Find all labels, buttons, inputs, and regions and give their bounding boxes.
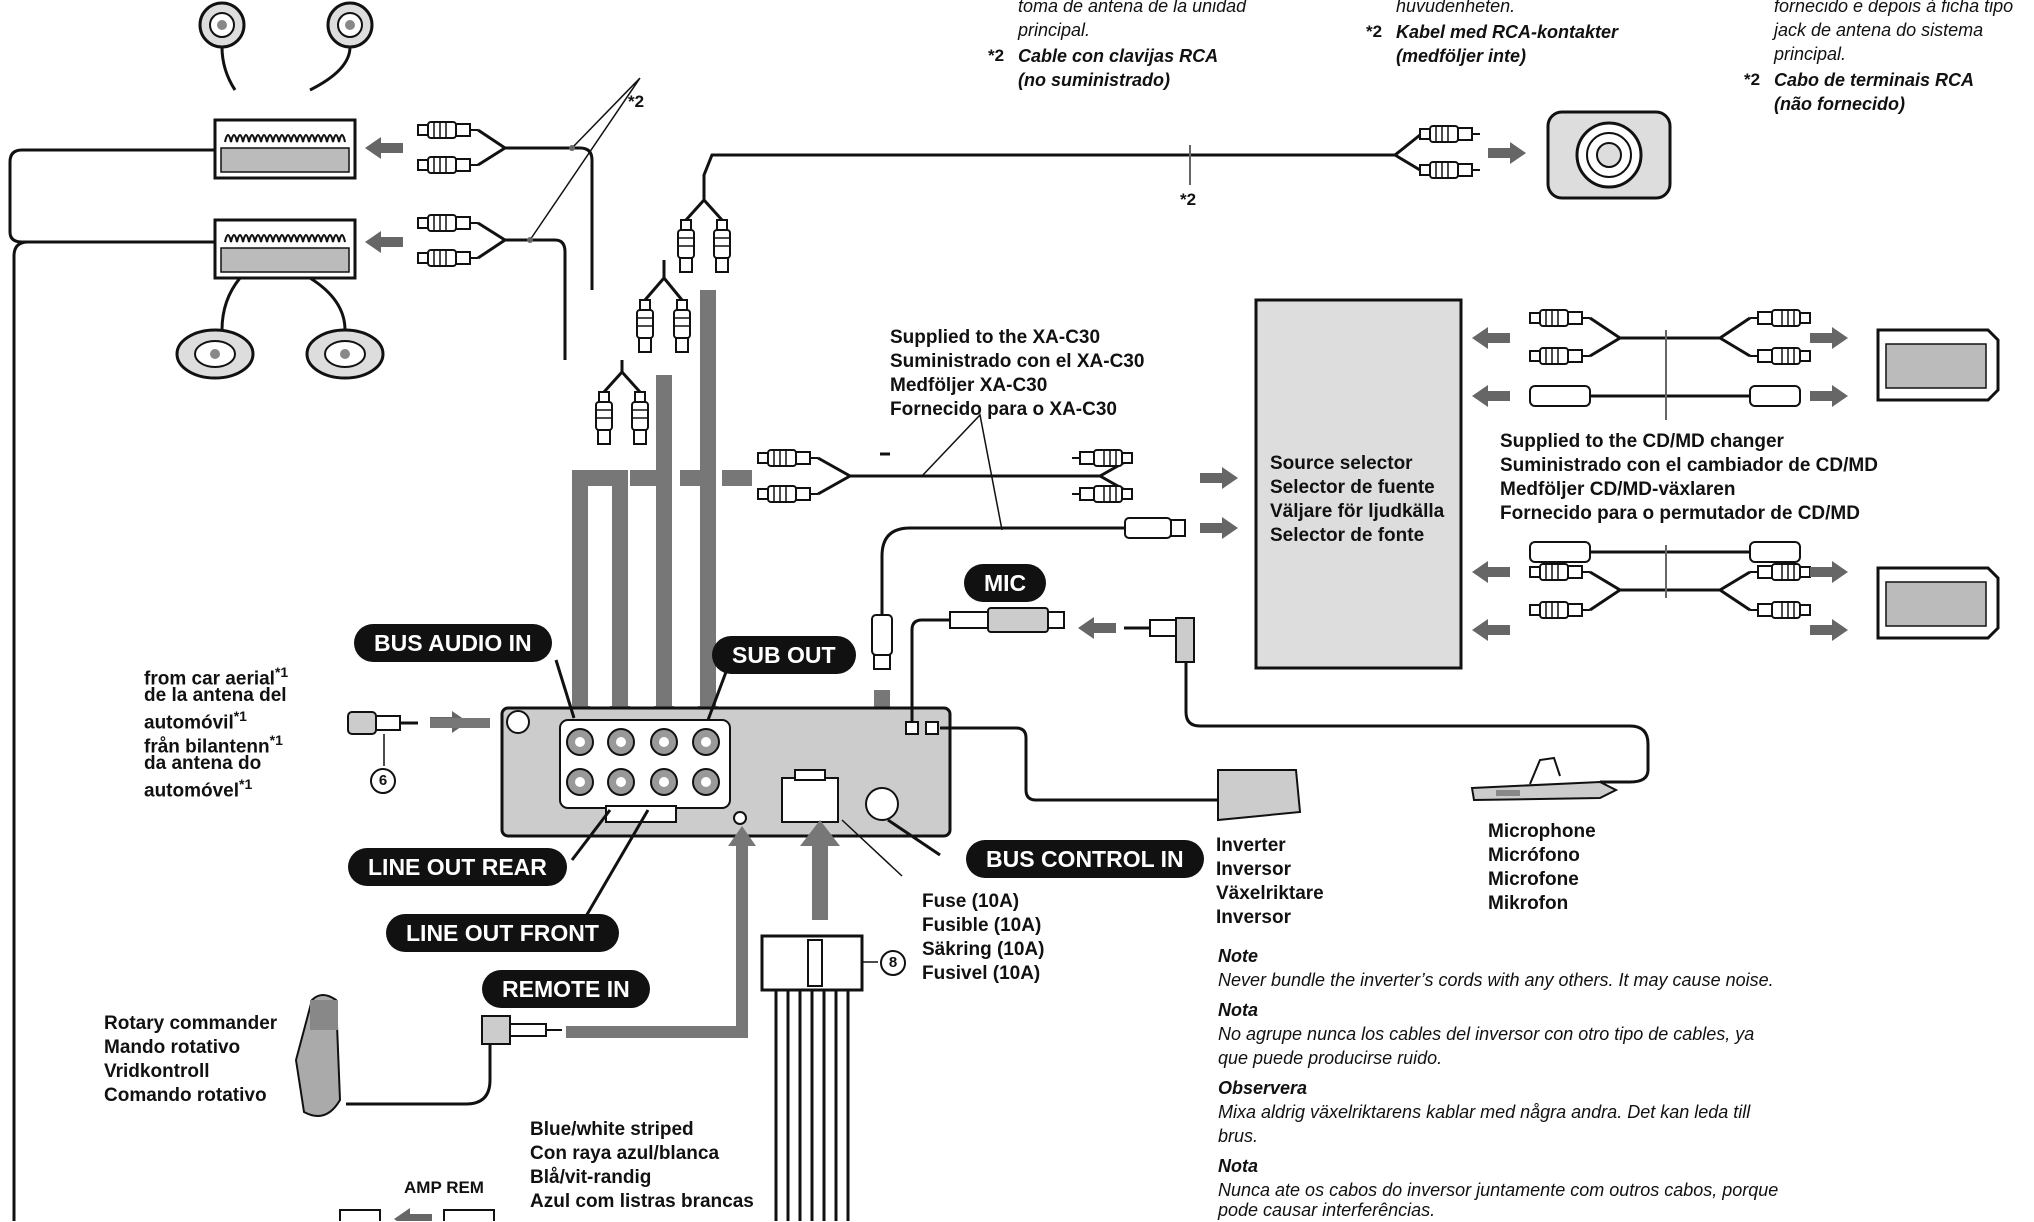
note-pt-mark: *2: [1744, 70, 1761, 89]
aerial-line4: från bilantenn*1: [144, 732, 283, 758]
microphone-label-es: Micrófono: [1488, 845, 1580, 866]
xa-c30-label-sv: Medföljer XA-C30: [890, 375, 1048, 396]
note-text-en: Never bundle the inverter’s cords with a…: [1218, 970, 1774, 990]
note-text-pt-1: Nunca ate os cabos do inversor juntament…: [1218, 1180, 1779, 1200]
note-es-line3: Cable con clavijas RCA: [1018, 46, 1219, 66]
xa-c30-label-es: Suministrado con el XA-C30: [890, 351, 1145, 372]
note-es-mark: *2: [988, 46, 1005, 65]
note-text-es-2: que puede producirse ruido.: [1218, 1048, 1443, 1068]
note-sv-line2: Kabel med RCA-kontakter: [1396, 22, 1619, 42]
fuse-label-en: Fuse (10A): [922, 891, 1020, 912]
main-unit: [500, 706, 952, 838]
power-connector-icon: [760, 934, 878, 1221]
amp-cable-mark: *2: [628, 92, 645, 111]
blue-white-pt: Azul com listras brancas: [530, 1191, 754, 1212]
mic-plug-icon: [949, 607, 1065, 633]
note-pt-line5: (não fornecido): [1774, 94, 1905, 114]
cdmd-label-es: Suministrado con el cambiador de CD/MD: [1500, 455, 1878, 476]
sub-cable-mark: *2: [1180, 190, 1197, 209]
remote-in-pill: REMOTE IN: [482, 970, 650, 1008]
note-pt-line3: principal.: [1774, 44, 1847, 64]
fuse-label-pt: Fusivel (10A): [922, 963, 1041, 984]
source-selector-box: [1254, 298, 1463, 670]
rotary-commander-icon: [294, 994, 342, 1117]
amp-rem-label: AMP REM: [404, 1178, 484, 1197]
amplifier-rear-icon: [213, 118, 357, 180]
aerial-line3: automóvil*1: [144, 708, 247, 734]
aerial-adapter-icon: [347, 711, 418, 766]
note-text-pt-2: pode causar interferências.: [1218, 1200, 1436, 1220]
fuse-label-sv: Säkring (10A): [922, 939, 1045, 960]
aerial-line1: from car aerial*1: [144, 664, 289, 690]
speaker-right-icon: [305, 328, 385, 380]
cd-changer-bottom-icon: [1876, 566, 2000, 640]
line-out-rear-pill: LINE OUT REAR: [348, 848, 567, 886]
rotary-label-en: Rotary commander: [104, 1013, 278, 1034]
inverter-label-es: Inversor: [1216, 859, 1291, 880]
bus-control-in-pill: BUS CONTROL IN: [966, 840, 1204, 878]
tweeter-right-icon: [326, 1, 374, 49]
note-sv-mark: *2: [1366, 22, 1383, 41]
note-text-es-1: No agrupe nunca los cables del inversor …: [1218, 1024, 1755, 1044]
fuse-label-es: Fusible (10A): [922, 915, 1042, 936]
blue-white-es: Con raya azul/blanca: [530, 1143, 720, 1164]
microphone-icon: [1470, 756, 1619, 802]
source-selector-sv: Väljare för ljudkälla: [1270, 501, 1445, 522]
aerial-line6: automóvel*1: [144, 776, 253, 802]
note-pt-line4: Cabo de terminais RCA: [1774, 70, 1975, 90]
note-pt-line1: fornecido e depois à ficha tipo: [1774, 0, 2014, 16]
inverter-label-pt: Inversor: [1216, 907, 1291, 928]
sub-out-pill: SUB OUT: [712, 636, 856, 674]
subwoofer-icon: [1546, 110, 1672, 200]
source-selector-es: Selector de fuente: [1270, 477, 1435, 498]
note-pt-line2: jack de antena do sistema: [1774, 20, 1984, 40]
note-sv-line1: huvudenheten.: [1396, 0, 1516, 16]
part-number-6: 6: [370, 768, 396, 794]
rotary-label-es: Mando rotativo: [104, 1037, 241, 1058]
inverter-label-en: Inverter: [1216, 835, 1286, 856]
source-selector-en: Source selector: [1270, 453, 1413, 474]
note-heading-es: Nota: [1218, 1000, 1258, 1020]
microphone-label-pt: Microfone: [1488, 869, 1579, 890]
cdmd-label-sv: Medföljer CD/MD-växlaren: [1500, 479, 1736, 500]
mic-jack-plug-icon: [1124, 617, 1195, 663]
cdmd-label-pt: Fornecido para o permutador de CD/MD: [1500, 503, 1860, 524]
tweeter-left-icon: [198, 1, 246, 49]
line-out-front-pill: LINE OUT FRONT: [386, 914, 619, 952]
mic-pill: MIC: [964, 564, 1047, 602]
xa-c30-label-pt: Fornecido para o XA-C30: [890, 399, 1117, 420]
note-es-line2: principal.: [1018, 20, 1091, 40]
rotary-plug-icon: [481, 1015, 562, 1045]
note-es-line1: toma de antena de la unidad: [1018, 0, 1247, 16]
note-es-line4: (no suministrado): [1018, 70, 1170, 90]
source-selector-pt: Selector de fonte: [1270, 525, 1425, 546]
aerial-line5: da antena do: [144, 753, 262, 774]
aerial-line2: de la antena del: [144, 685, 287, 706]
bus-audio-in-pill: BUS AUDIO IN: [354, 624, 552, 662]
speaker-left-icon: [175, 328, 255, 380]
rotary-label-pt: Comando rotativo: [104, 1085, 267, 1106]
xa-c30-label-en: Supplied to the XA-C30: [890, 327, 1101, 348]
cdmd-label-en: Supplied to the CD/MD changer: [1500, 431, 1784, 452]
rotary-label-sv: Vridkontroll: [104, 1061, 210, 1082]
note-heading-sv: Observera: [1218, 1078, 1308, 1098]
inverter-label-sv: Växelriktare: [1216, 883, 1324, 904]
microphone-label-en: Microphone: [1488, 821, 1596, 842]
microphone-label-sv: Mikrofon: [1488, 893, 1569, 914]
note-sv-line3: (medföljer inte): [1396, 46, 1527, 66]
cd-changer-top-icon: [1876, 328, 2000, 402]
inverter-icon: [1217, 769, 1302, 822]
note-heading-en: Note: [1218, 946, 1258, 966]
amplifier-front-icon: [213, 218, 357, 280]
note-heading-pt: Nota: [1218, 1156, 1258, 1176]
part-number-8: 8: [880, 950, 906, 976]
blue-white-en: Blue/white striped: [530, 1119, 694, 1140]
note-text-sv-2: brus.: [1218, 1126, 1259, 1146]
blue-white-sv: Blå/vit-randig: [530, 1167, 652, 1188]
note-text-sv-1: Mixa aldrig växelriktarens kablar med nå…: [1218, 1102, 1751, 1122]
